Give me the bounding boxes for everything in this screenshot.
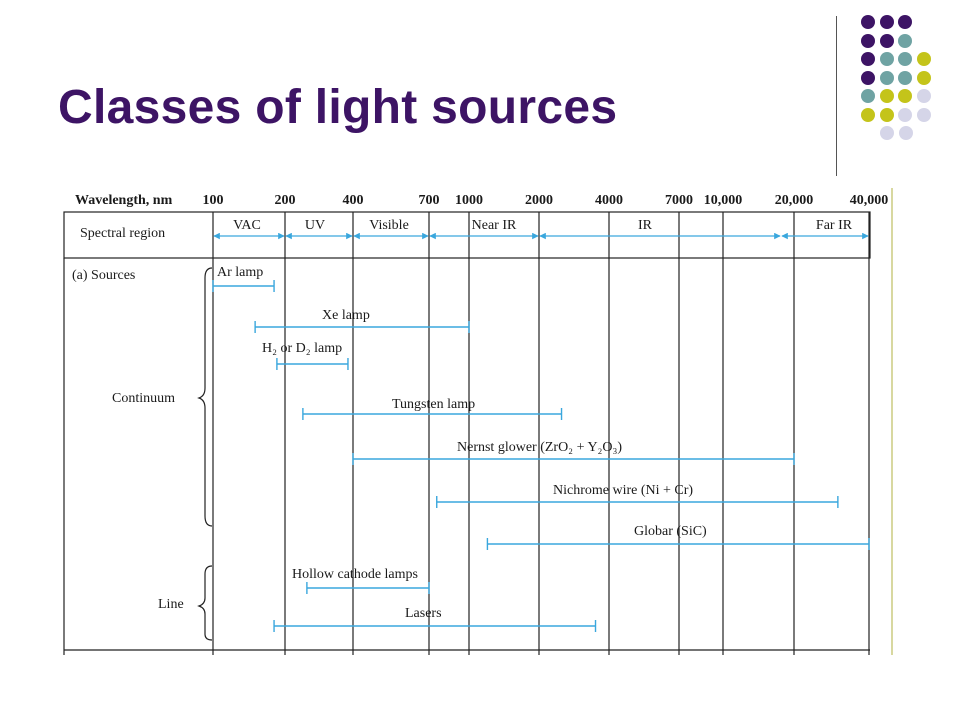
source-label: Nernst glower (ZrO₂ + Y₂O₃) [457, 440, 622, 455]
title-divider-line [836, 16, 837, 176]
decorative-dot [879, 15, 894, 29]
decorative-dot [880, 126, 894, 140]
decorative-dot [861, 15, 875, 29]
spectral-region-label: Spectral region [80, 226, 165, 241]
spectral-region-label: VAC [233, 218, 261, 233]
decorative-dot [916, 52, 931, 66]
spectral-region-label: IR [638, 218, 653, 233]
continuum-brace [197, 267, 213, 527]
slide-title: Classes of light sources [58, 81, 618, 134]
sources-section-label: (a) Sources [72, 268, 135, 283]
tick-label: 200 [275, 193, 296, 208]
decorative-dot [861, 89, 875, 103]
decorative-dot [898, 70, 912, 85]
spectral-region-label: Visible [369, 218, 409, 233]
source-label: Tungsten lamp [392, 397, 475, 412]
spectral-region-label: Near IR [472, 218, 517, 233]
decorative-dot [861, 33, 875, 48]
decorative-dot [879, 52, 894, 66]
decorative-dot [898, 126, 913, 140]
source-label: Xe lamp [322, 308, 370, 323]
dot-grid-decoration [0, 0, 960, 180]
decorative-dot [916, 70, 931, 85]
line-brace [197, 565, 213, 641]
source-label: Lasers [405, 606, 442, 621]
spectral-region-label: UV [305, 218, 325, 233]
tick-label: 700 [419, 193, 440, 208]
decorative-dot [898, 107, 912, 122]
decorative-dot [861, 52, 875, 66]
decorative-dot [898, 33, 912, 48]
tick-label: 1000 [455, 193, 483, 208]
source-label: Hollow cathode lamps [292, 567, 418, 582]
source-label: H₂ or D₂ lamp [262, 341, 342, 356]
decorative-dot [879, 33, 894, 48]
decorative-dot [879, 107, 894, 122]
tick-label: 400 [343, 193, 364, 208]
decorative-dot [861, 70, 875, 85]
line-group-label: Line [158, 597, 184, 612]
source-label: Globar (SiC) [634, 524, 707, 539]
decorative-dot [916, 89, 931, 103]
tick-label: 40,000 [850, 193, 889, 208]
decorative-dot [898, 89, 912, 103]
spectral-region-row-box [63, 211, 871, 259]
tick-label: 10,000 [704, 193, 743, 208]
spectral-region-label: Far IR [816, 218, 853, 233]
continuum-group-label: Continuum [112, 391, 175, 406]
tick-label: 7000 [665, 193, 693, 208]
tick-label: 20,000 [775, 193, 814, 208]
decorative-dot [879, 70, 894, 85]
source-label: Ar lamp [217, 265, 263, 280]
wavelength-axis-label: Wavelength, nm [75, 193, 173, 208]
tick-label: 100 [203, 193, 224, 208]
decorative-dot [898, 15, 912, 29]
decorative-dot [898, 52, 912, 66]
tick-label: 4000 [595, 193, 623, 208]
decorative-dot [879, 89, 894, 103]
decorative-dot [861, 107, 875, 122]
decorative-dot [916, 107, 931, 122]
source-label: Nichrome wire (Ni + Cr) [553, 483, 693, 498]
tick-label: 2000 [525, 193, 553, 208]
